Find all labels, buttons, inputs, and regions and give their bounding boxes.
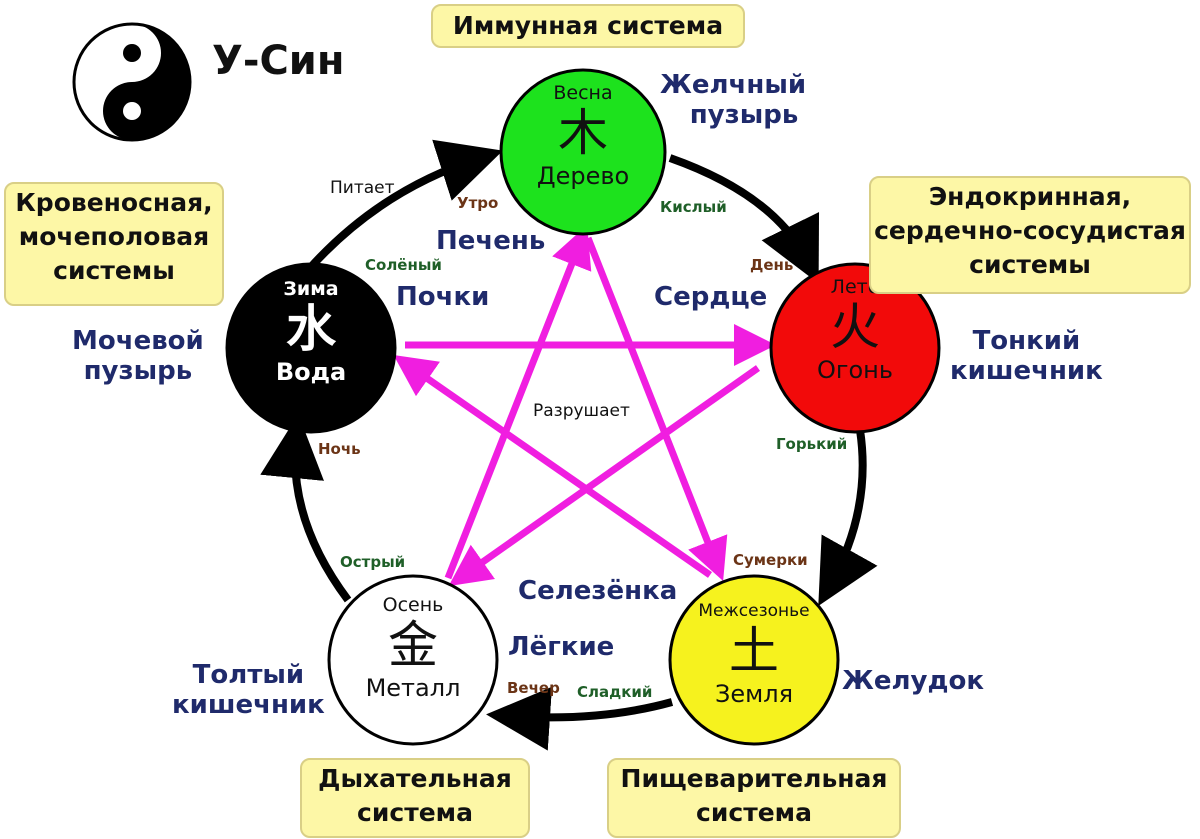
system-fire-line2: сердечно-сосудистая <box>874 216 1186 245</box>
arrow-water-to-wood <box>307 139 503 271</box>
metal-season: Осень <box>382 594 444 616</box>
taste-pungent: Острый <box>340 553 406 571</box>
metal-name: Металл <box>365 674 461 702</box>
taste-sour: Кислый <box>660 198 727 216</box>
time-evening: Вечер <box>507 679 560 697</box>
system-metal-line1: Дыхательная <box>318 764 512 793</box>
fire-season: Лето <box>830 276 880 298</box>
time-day: День <box>750 256 794 274</box>
system-water-line3: системы <box>53 256 175 285</box>
water-season: Зима <box>283 278 339 300</box>
system-earth-line2: система <box>696 798 812 827</box>
taste-bitter: Горький <box>776 435 848 453</box>
wood-element: Весна 木 Дерево <box>483 82 683 190</box>
metal-glyph: 金 <box>388 616 438 674</box>
arrow-metal-to-wood <box>444 224 592 580</box>
system-box-fire: Эндокринная, сердечно-сосудистая системы <box>869 176 1191 294</box>
yin-yang-logo <box>72 22 192 142</box>
wood-season: Весна <box>553 82 613 104</box>
wood-glyph: 木 <box>558 104 608 162</box>
system-box-metal: Дыхательная система <box>300 758 530 838</box>
arrow-wood-to-fire <box>668 154 820 284</box>
organ-gallbladder-line2: пузырь <box>689 100 799 130</box>
time-night: Ночь <box>318 440 361 458</box>
organ-small-intestine-line2: кишечник <box>950 356 1103 386</box>
water-element: Зима 水 Вода <box>211 278 411 386</box>
organ-small-intestine-line1: Тонкий <box>972 326 1081 356</box>
organ-large-intestine-line1: Толтый <box>192 660 305 690</box>
earth-glyph: 土 <box>729 622 779 680</box>
metal-element: Осень 金 Металл <box>313 594 513 702</box>
organ-liver: Печень <box>436 226 546 256</box>
earth-element: Межсезонье 土 Земля <box>654 600 854 708</box>
feed-cycle-arrows <box>260 139 878 751</box>
organ-large-intestine: Толтый кишечник <box>172 660 325 720</box>
organ-gallbladder-line1: Желчный <box>660 70 807 100</box>
system-box-earth: Пищеварительная система <box>607 758 901 838</box>
organ-large-intestine-line2: кишечник <box>172 690 325 720</box>
arrow-metal-to-water <box>260 414 352 603</box>
destroy-star-arrows <box>393 224 776 587</box>
organ-stomach: Желудок <box>842 666 984 696</box>
organ-heart: Сердце <box>654 282 768 312</box>
water-circle <box>225 262 397 434</box>
time-dusk: Сумерки <box>733 551 808 569</box>
time-morning: Утро <box>457 194 499 212</box>
system-fire-line3: системы <box>969 250 1091 279</box>
organ-gallbladder: Желчный пузырь <box>660 70 806 130</box>
organ-bladder-line2: пузырь <box>83 356 193 386</box>
organ-lungs: Лёгкие <box>508 632 615 662</box>
metal-circle <box>327 574 499 746</box>
earth-season: Межсезонье <box>698 601 810 621</box>
fire-name: Огонь <box>816 356 894 384</box>
wood-name: Дерево <box>536 162 630 190</box>
relation-destroys-label: Разрушает <box>533 401 630 421</box>
relation-feeds-label: Питает <box>330 178 395 198</box>
arrow-wood-to-earth <box>584 236 728 582</box>
wood-circle <box>499 68 667 236</box>
organ-kidneys: Почки <box>396 282 490 312</box>
fire-circle <box>769 262 941 434</box>
taste-sweet: Сладкий <box>577 683 653 701</box>
arrow-fire-to-metal <box>448 365 761 587</box>
fire-element: Лето 火 Огонь <box>755 276 955 384</box>
arrow-earth-to-water <box>393 355 712 578</box>
organ-spleen: Селезёнка <box>518 576 678 606</box>
system-wood-text: Иммунная система <box>452 11 724 40</box>
system-box-water: Кровеносная, мочеполовая системы <box>4 182 224 306</box>
earth-name: Земля <box>714 680 794 708</box>
system-fire-line1: Эндокринная, <box>928 182 1132 211</box>
organ-bladder: Мочевой пузырь <box>72 326 204 386</box>
arrow-fire-to-earth <box>818 429 878 606</box>
water-name: Вода <box>275 358 347 386</box>
arrow-earth-to-metal <box>486 686 674 751</box>
system-metal-line2: система <box>357 798 473 827</box>
organ-small-intestine: Тонкий кишечник <box>950 326 1103 386</box>
organ-bladder-line1: Мочевой <box>72 326 204 356</box>
system-water-line2: мочеполовая <box>18 222 210 251</box>
page-title: У-Син <box>212 38 345 84</box>
system-earth-line1: Пищеварительная <box>620 764 888 793</box>
system-box-wood: Иммунная система <box>431 4 745 48</box>
taste-salty: Солёный <box>365 256 442 274</box>
system-water-line1: Кровеносная, <box>15 188 213 217</box>
earth-circle <box>668 574 840 746</box>
water-glyph: 水 <box>286 300 336 358</box>
fire-glyph: 火 <box>830 298 880 356</box>
